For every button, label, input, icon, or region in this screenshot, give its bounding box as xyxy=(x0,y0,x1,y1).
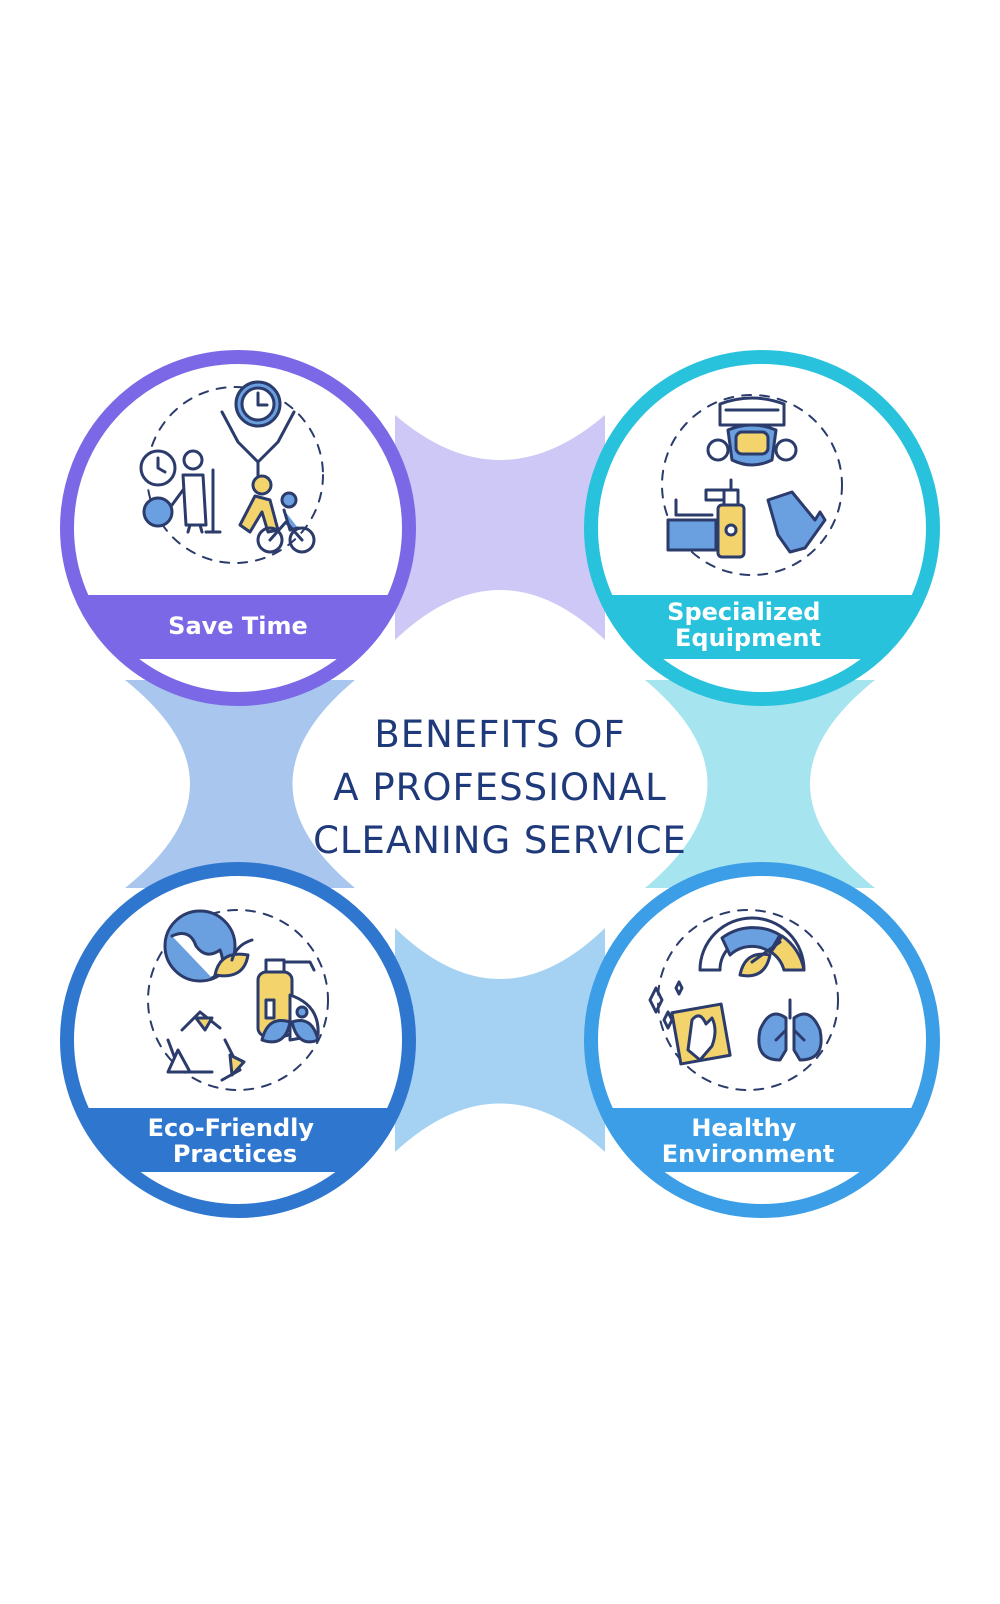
specialized-equipment-label: Specialized Equipment xyxy=(667,598,829,652)
eco-friendly-practices-label-line-1: Eco-Friendly xyxy=(148,1114,315,1142)
bridge-top xyxy=(395,415,605,640)
benefit-healthy-environment: Healthy Environment xyxy=(584,862,940,1218)
healthy-environment-label-line-1: Healthy xyxy=(691,1114,796,1142)
bridge-right xyxy=(645,680,875,888)
title-line-3: CLEANING SERVICE xyxy=(313,819,687,862)
title-line-1: BENEFITS OF xyxy=(374,713,626,756)
title-line-2: A PROFESSIONAL xyxy=(333,766,667,809)
eco-friendly-practices-label: Eco-Friendly Practices xyxy=(148,1114,323,1168)
page-title: BENEFITS OF A PROFESSIONAL CLEANING SERV… xyxy=(250,708,750,867)
bridge-left xyxy=(125,680,355,888)
benefit-specialized-equipment: Specialized Equipment xyxy=(584,350,940,706)
save-time-icon xyxy=(139,380,324,564)
specialized-equipment-icon xyxy=(661,394,843,576)
healthy-environment-icon xyxy=(648,909,839,1091)
eco-friendly-practices-label-line-2: Practices xyxy=(173,1140,297,1168)
save-time-label: Save Time xyxy=(168,612,308,640)
bridge-bottom xyxy=(395,928,605,1152)
specialized-equipment-label-line-1: Specialized xyxy=(667,598,820,626)
healthy-environment-label: Healthy Environment xyxy=(662,1114,835,1168)
benefit-save-time: Save Time xyxy=(60,350,416,706)
healthy-environment-label-line-2: Environment xyxy=(662,1140,835,1168)
specialized-equipment-label-line-2: Equipment xyxy=(675,624,821,652)
eco-friendly-practices-icon xyxy=(147,909,329,1091)
benefit-eco-friendly-practices: Eco-Friendly Practices xyxy=(60,862,416,1218)
